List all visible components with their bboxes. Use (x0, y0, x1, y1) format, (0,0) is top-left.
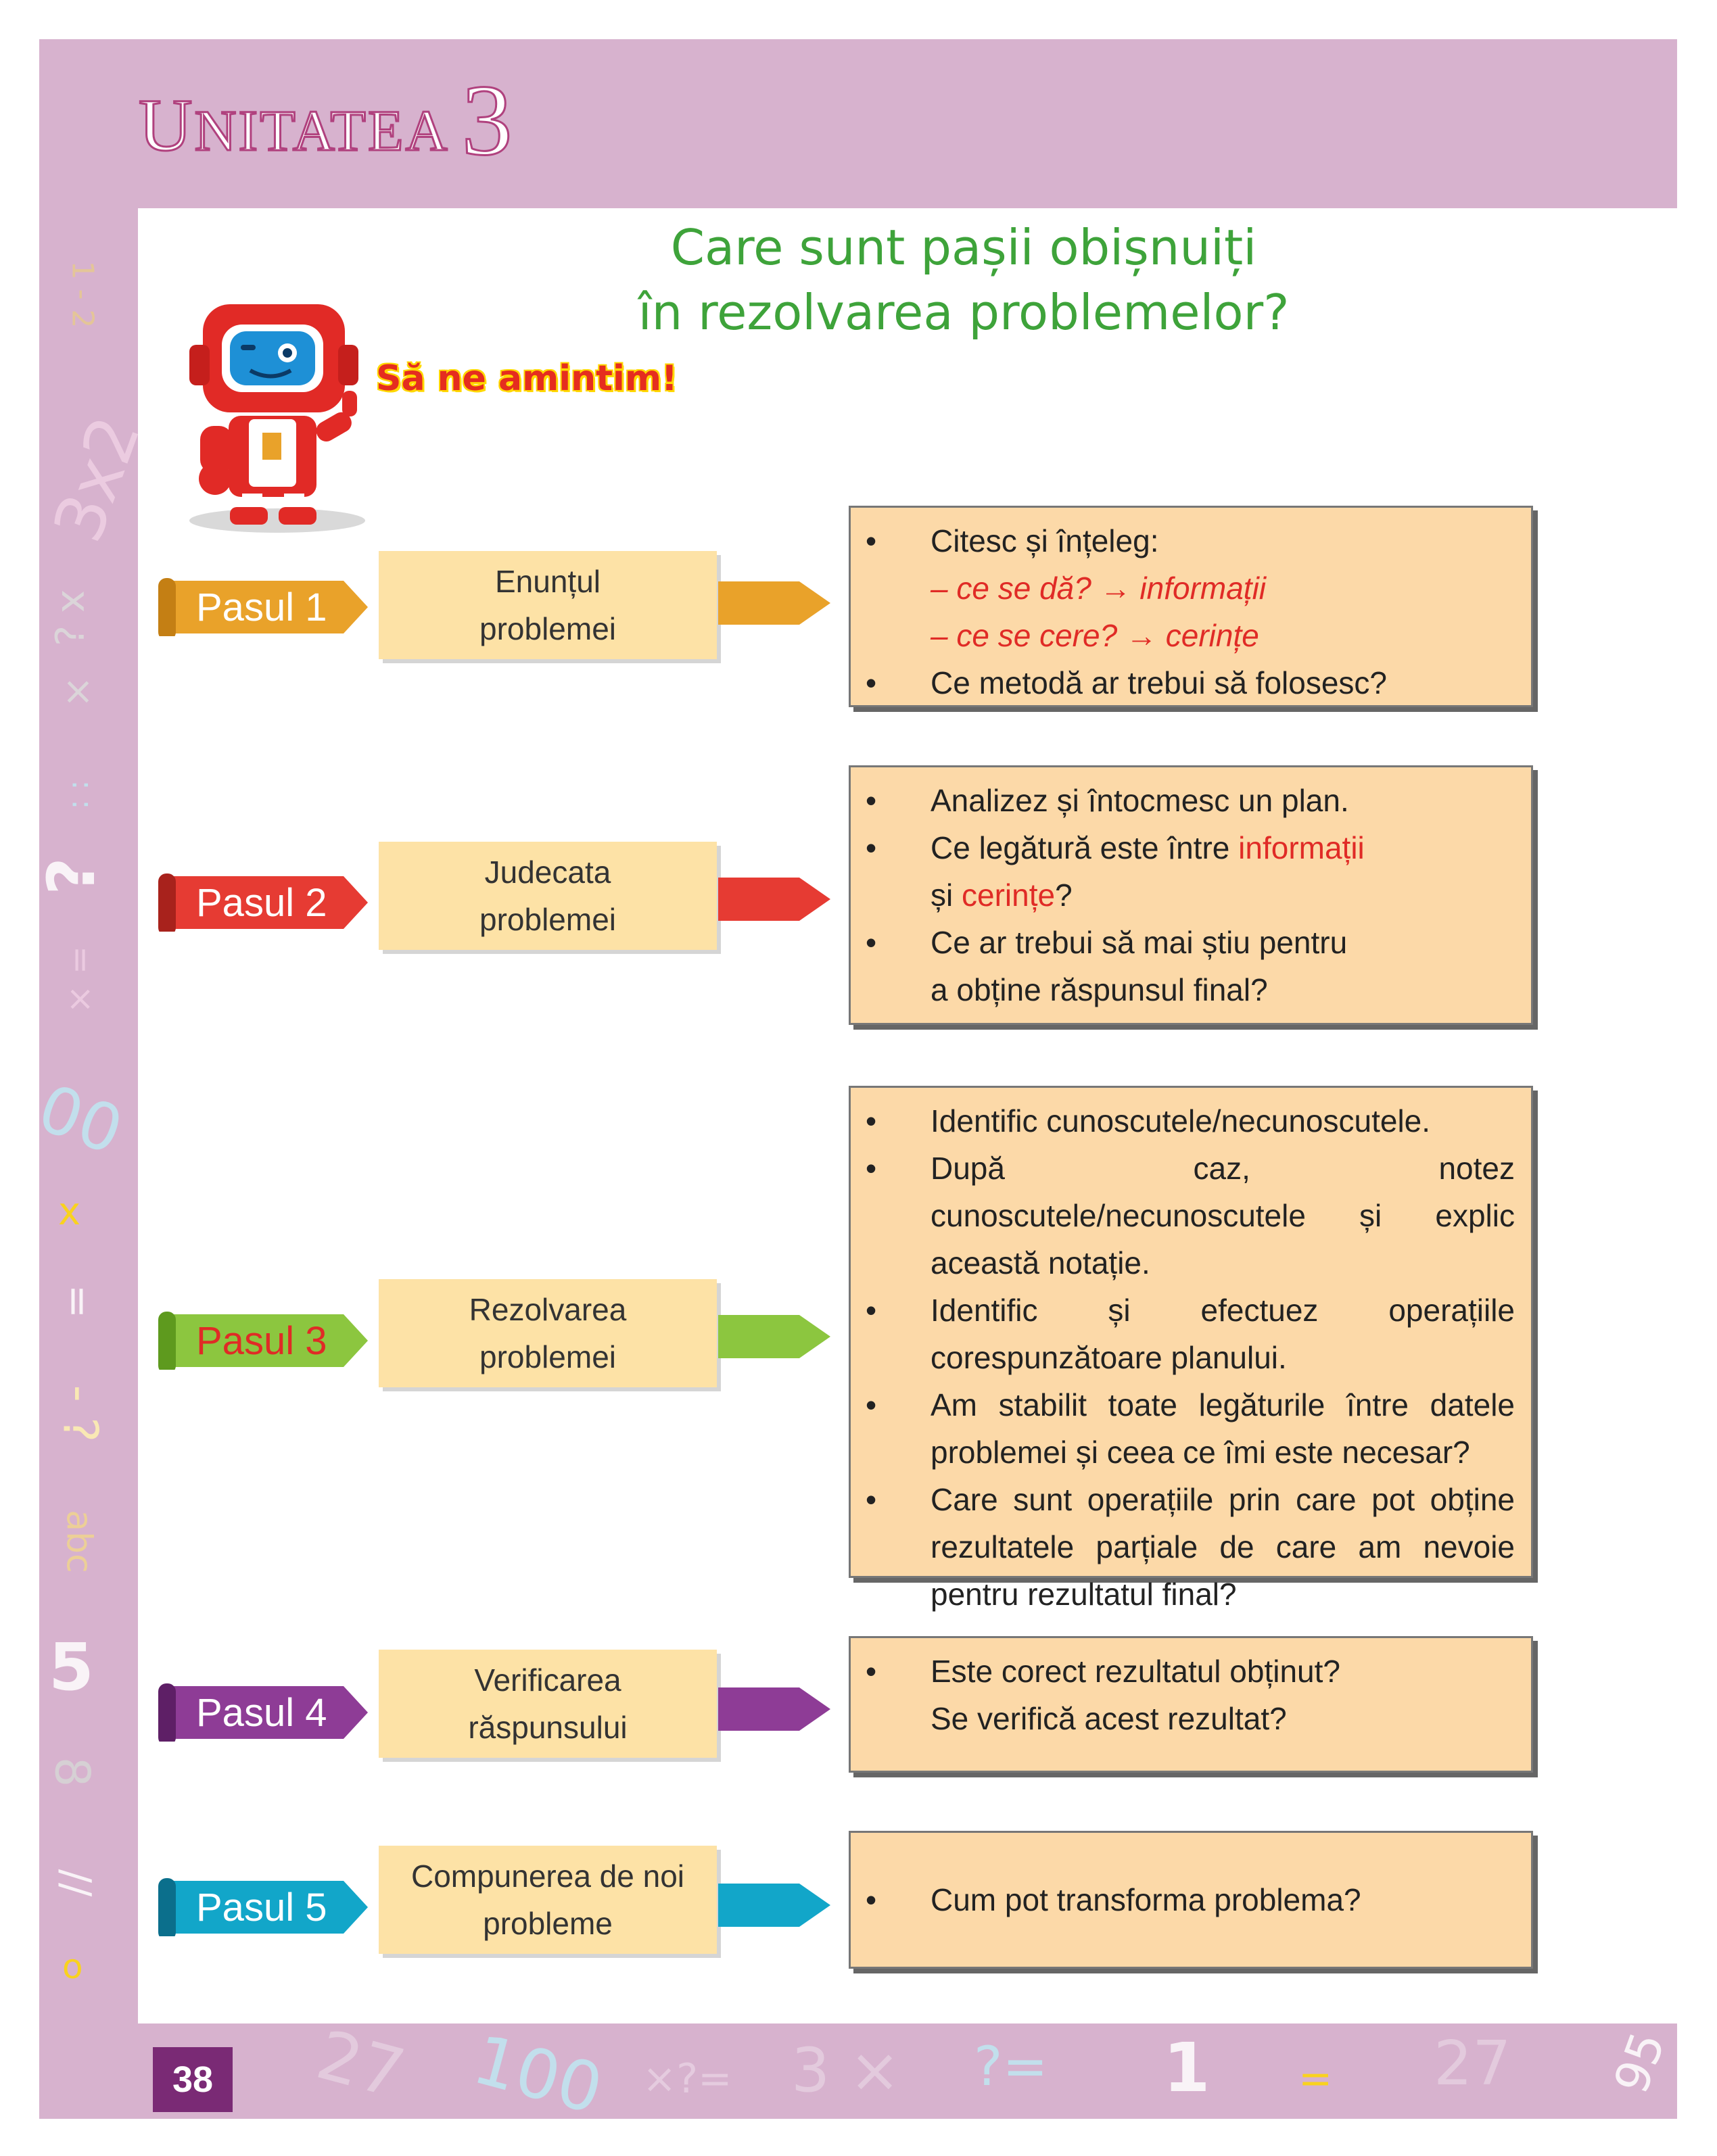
info-bullet: Identific cunoscutele/necunoscutele. (859, 1097, 1515, 1145)
info-bullet: După caz, notez cunoscutele/necunoscutel… (859, 1145, 1515, 1287)
step-1-info: Citesc și înțeleg: – ce se dă? → informa… (849, 506, 1533, 707)
deco-symbol: ? (33, 857, 110, 895)
deco-symbol: : : (65, 780, 100, 810)
page-number: 38 (153, 2047, 233, 2112)
unit-number: 3 (461, 64, 513, 178)
step-2-info: Analizez și întocmesc un plan. Ce legătu… (849, 765, 1533, 1025)
info-bullet: Ce legătură este între informații și cer… (859, 824, 1515, 919)
step-3-info: Identific cunoscutele/necunoscutele. Dup… (849, 1086, 1533, 1612)
deco-symbol: x (58, 1190, 81, 1234)
robot-mascot-icon (189, 304, 365, 533)
deco-symbol: ?= (974, 2035, 1048, 2098)
deco-symbol: 8 (44, 1756, 100, 1788)
info-subline: – ce se cere? → cerințe (931, 618, 1259, 653)
deco-symbol: 5 (49, 1629, 94, 1705)
step-1-connector (718, 581, 830, 625)
deco-symbol: = (54, 1284, 102, 1319)
step-4-label: Pasul 4 (154, 1683, 371, 1742)
deco-symbol: 1 - 2 (65, 260, 100, 329)
info-subline: – ce se dă? → informații (931, 571, 1267, 606)
info-bullet: Care sunt operațiile prin care pot obțin… (859, 1476, 1515, 1618)
info-bullet: Analizez și întocmesc un plan. (859, 777, 1515, 824)
footer-band (39, 2023, 1677, 2119)
header-band (39, 39, 1677, 208)
step-4-info: Este corect rezultatul obținut?Se verifi… (849, 1636, 1533, 1773)
info-bullet: Cum pot transforma problema? (859, 1876, 1515, 1923)
deco-symbol: = (1298, 2055, 1333, 2103)
step-5-connector (718, 1884, 830, 1927)
step-2-connector (718, 878, 830, 921)
deco-symbol: // (52, 1869, 100, 1897)
info-bullet: Este corect rezultatul obținut?Se verifi… (859, 1648, 1515, 1742)
deco-symbol: x ¿ (52, 590, 99, 646)
step-1-label: Pasul 1 (154, 578, 371, 636)
deco-symbol: ×?= (642, 2055, 732, 2103)
step-5-label: Pasul 5 (154, 1878, 371, 1936)
info-bullet: Ce metodă ar trebui să folosesc? (859, 659, 1515, 706)
deco-symbol: = × (61, 946, 101, 1013)
reminder-label: Să ne amintim! (376, 358, 678, 399)
deco-symbol: abc (58, 1510, 99, 1573)
step-3-label: Pasul 3 (154, 1312, 371, 1370)
info-bullet: Identific și efectuez operațiile corespu… (859, 1287, 1515, 1381)
step-3-connector (718, 1315, 830, 1358)
step-4-connector (718, 1687, 830, 1731)
deco-symbol: 3 × (791, 2035, 901, 2106)
step-2-label: Pasul 2 (154, 873, 371, 932)
step-5-info: Cum pot transforma problema? (849, 1831, 1533, 1969)
page-title: Care sunt pașii obișnuiți în rezolvarea … (638, 219, 1290, 341)
deco-symbol: 1 (1163, 2028, 1210, 2107)
left-band (39, 39, 138, 2119)
info-bullet: Am stabilit toate legăturile între datel… (859, 1381, 1515, 1476)
deco-symbol: o (62, 1947, 83, 1986)
info-bullet: Citesc și înțeleg: (859, 517, 1515, 565)
deco-symbol: - ? (52, 1385, 108, 1443)
deco-symbol: × (62, 669, 94, 713)
deco-symbol: 27 (1434, 2028, 1511, 2099)
